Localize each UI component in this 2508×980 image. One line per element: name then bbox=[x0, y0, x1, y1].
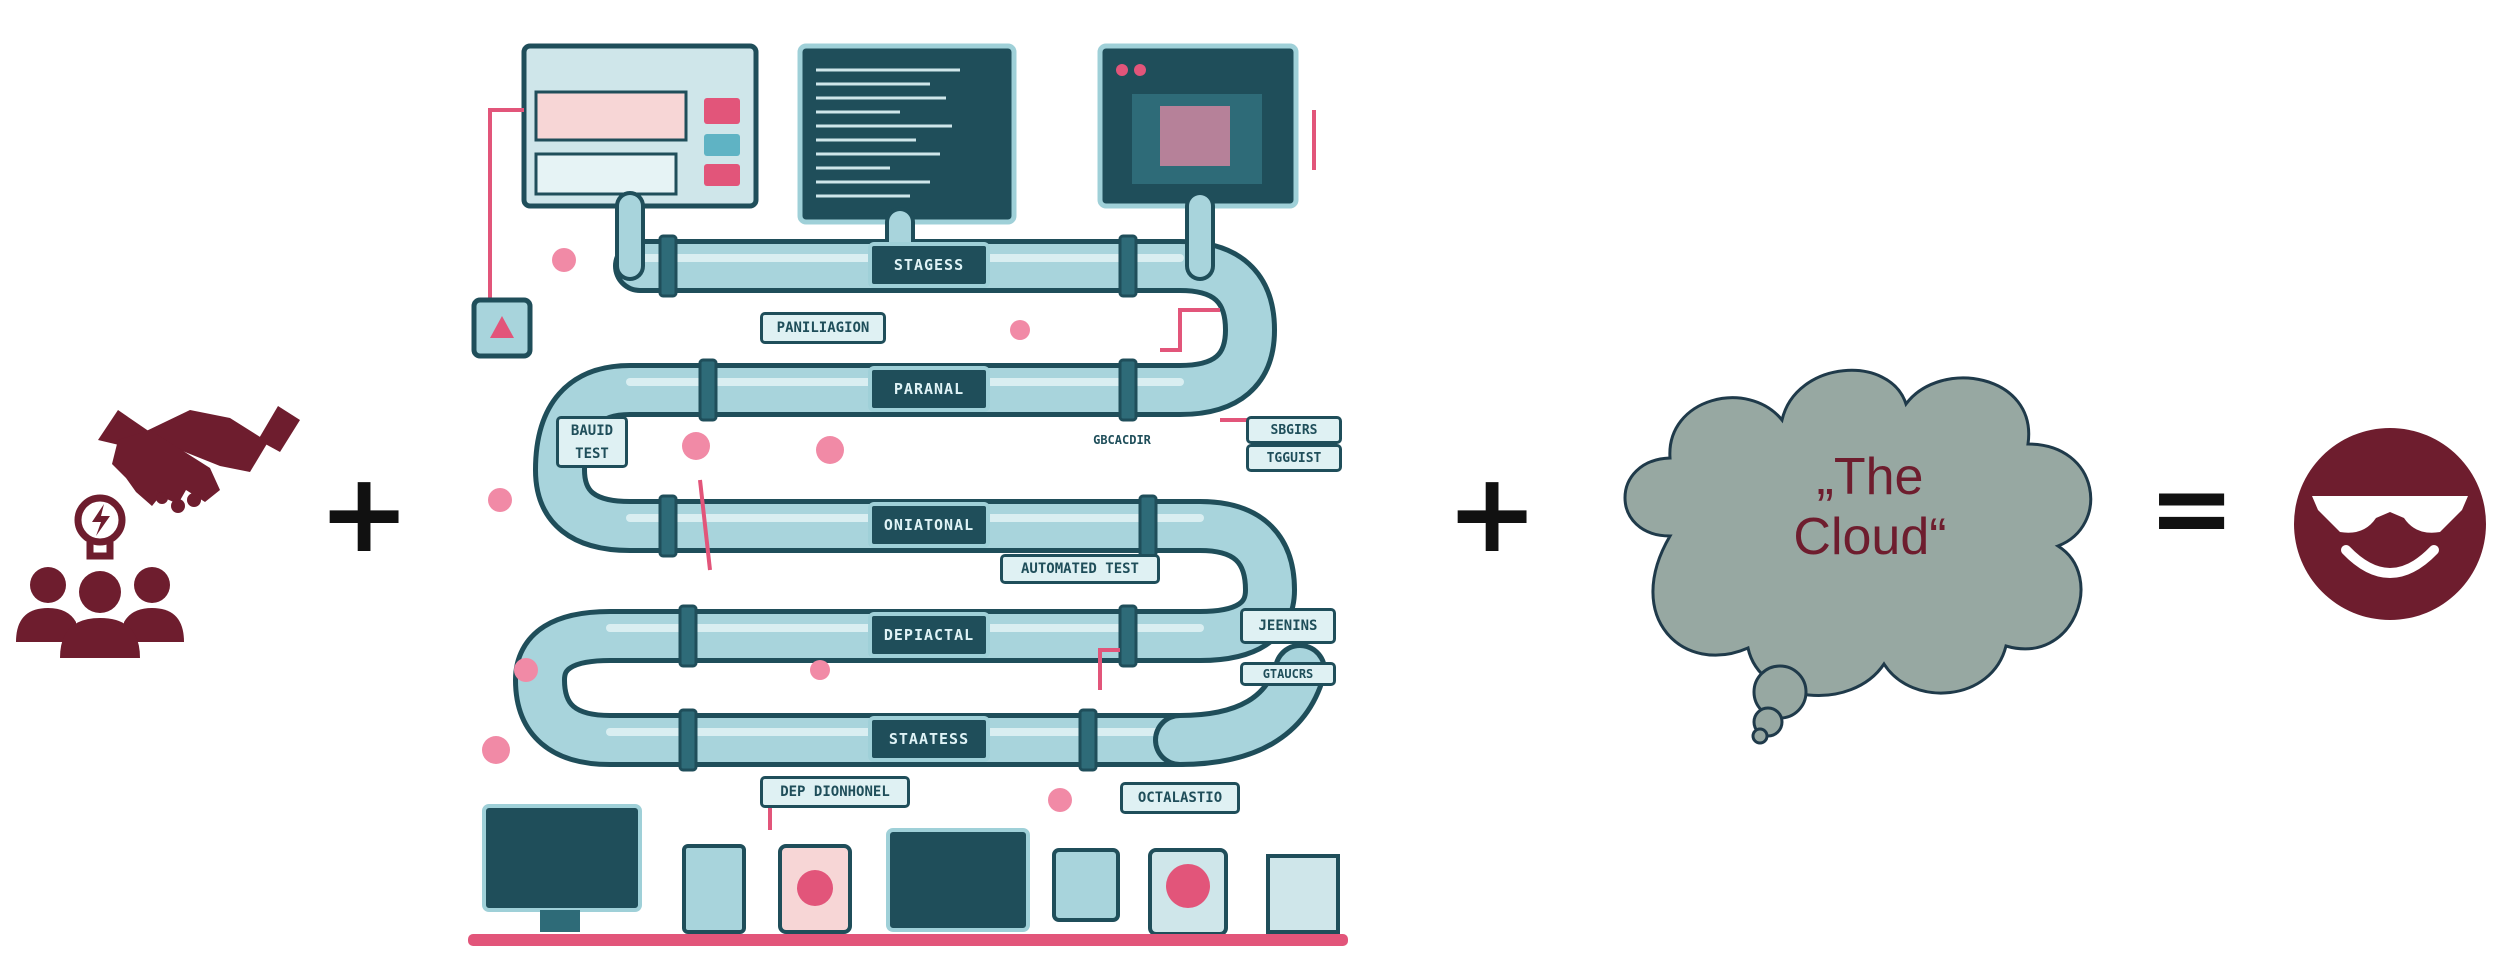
cool-smiley-icon bbox=[2290, 424, 2490, 624]
team-icon-group bbox=[0, 380, 300, 680]
people-icon bbox=[16, 567, 184, 658]
team-icons-svg bbox=[16, 406, 300, 658]
plus-operator-2: + bbox=[1446, 449, 1539, 577]
bottom-devices bbox=[468, 804, 1348, 946]
label-paniliagion: PANILIAGION bbox=[760, 312, 886, 344]
pipe-label-depiactal: DEPIACTAL bbox=[868, 612, 990, 658]
pipe-label-paranal: PARANAL bbox=[868, 366, 990, 412]
equals-operator: = bbox=[2148, 447, 2236, 569]
label-dep-dionhonel: DEP DIONHONEL bbox=[760, 776, 910, 808]
pipe-label-oniatonal: ONIATONAL bbox=[868, 502, 990, 548]
label-bauid: BAUID bbox=[556, 416, 628, 442]
label-jeenins: JEENINS bbox=[1240, 608, 1336, 644]
label-gbcacdir: GBCACDIR bbox=[1074, 428, 1170, 452]
cloud-text-line-1: „The bbox=[1816, 448, 1924, 506]
label-tgguist: TGGUIST bbox=[1246, 444, 1342, 472]
pipe-label-stagess: STAGESS bbox=[868, 242, 990, 288]
pipeline-svg bbox=[468, 43, 1348, 946]
label-automated-test: AUTOMATED TEST bbox=[1000, 554, 1160, 584]
dashboard-monitor-icon bbox=[1097, 43, 1299, 209]
devops-pipeline-illustration: STAGESS PARANAL ONIATONAL DEPIACTAL STAA… bbox=[460, 30, 1390, 975]
label-gtaucrs: GTAUCRS bbox=[1240, 662, 1336, 686]
lightning-icon bbox=[92, 504, 110, 536]
control-panel-icon bbox=[521, 43, 759, 209]
cloud-text-line-2: Cloud“ bbox=[1793, 508, 1947, 566]
label-sbgirs: SBGIRS bbox=[1246, 416, 1342, 444]
pipe-label-staatess: STAATESS bbox=[868, 716, 990, 762]
plus-operator-1: + bbox=[318, 449, 411, 577]
terminal-monitor-icon bbox=[797, 43, 1017, 225]
label-octalastio: OCTALASTIO bbox=[1120, 782, 1240, 814]
handshake-icon bbox=[98, 406, 300, 513]
thought-cloud: „The Cloud“ bbox=[1600, 340, 2120, 760]
lightbulb-icon bbox=[74, 494, 126, 560]
label-test: TEST bbox=[556, 442, 628, 468]
cloud-shape bbox=[1623, 368, 2093, 745]
